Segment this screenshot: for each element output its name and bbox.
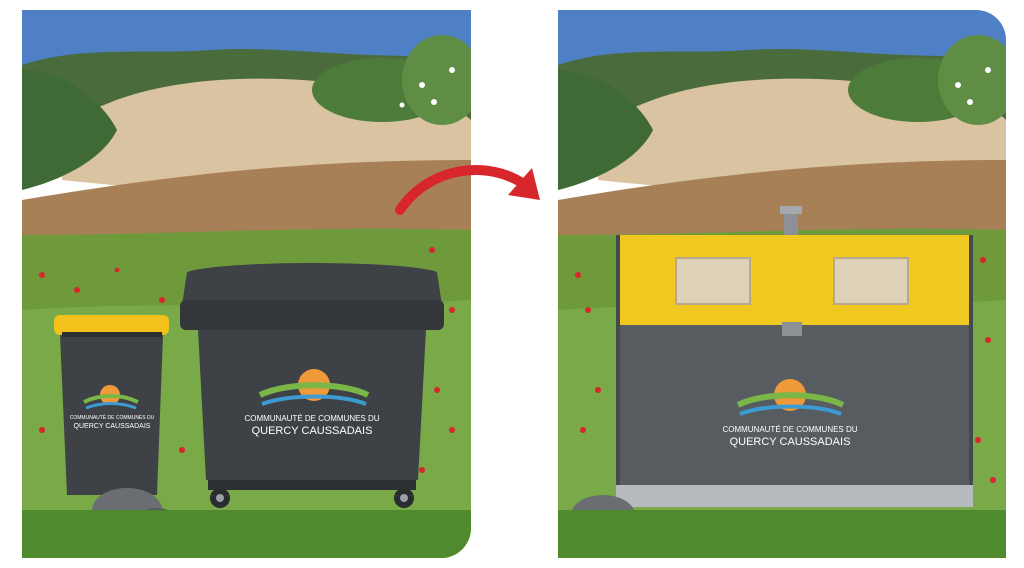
scene-before-panel: COMMUNAUTÉ DE COMMUNES DU QUERCY CAUSSAD…: [22, 10, 471, 558]
small-bin-logo-line2: QUERCY CAUSSADAIS: [74, 423, 151, 430]
landscape-before: COMMUNAUTÉ DE COMMUNES DU QUERCY CAUSSAD…: [22, 10, 471, 558]
scene-after-panel: COMMUNAUTÉ DE COMMUNES DU QUERCY CAUSSAD…: [558, 10, 1006, 558]
container-logo-line2: QUERCY CAUSSADAIS: [730, 436, 851, 448]
small-wheelie-bin: [54, 315, 169, 495]
large-wheelie-bin: [180, 263, 444, 508]
large-bin-logo-line2: QUERCY CAUSSADAIS: [252, 425, 373, 437]
large-bin-logo-line1: COMMUNAUTÉ DE COMMUNES DU: [244, 414, 379, 423]
small-bin-logo: COMMUNAUTÉ DE COMMUNES DU QUERCY CAUSSAD…: [70, 385, 155, 430]
container-opening-right: [833, 257, 909, 305]
small-bin-logo-line1: COMMUNAUTÉ DE COMMUNES DU: [70, 414, 155, 421]
shared-waste-container: [616, 206, 973, 507]
container-opening-left: [675, 257, 751, 305]
container-logo: COMMUNAUTÉ DE COMMUNES DU QUERCY CAUSSAD…: [722, 379, 858, 448]
landscape-after: COMMUNAUTÉ DE COMMUNES DU QUERCY CAUSSAD…: [558, 10, 1006, 558]
container-logo-line1: COMMUNAUTÉ DE COMMUNES DU: [722, 425, 857, 434]
large-bin-logo: COMMUNAUTÉ DE COMMUNES DU QUERCY CAUSSAD…: [244, 369, 380, 437]
curved-arrow-icon: [395, 165, 540, 215]
